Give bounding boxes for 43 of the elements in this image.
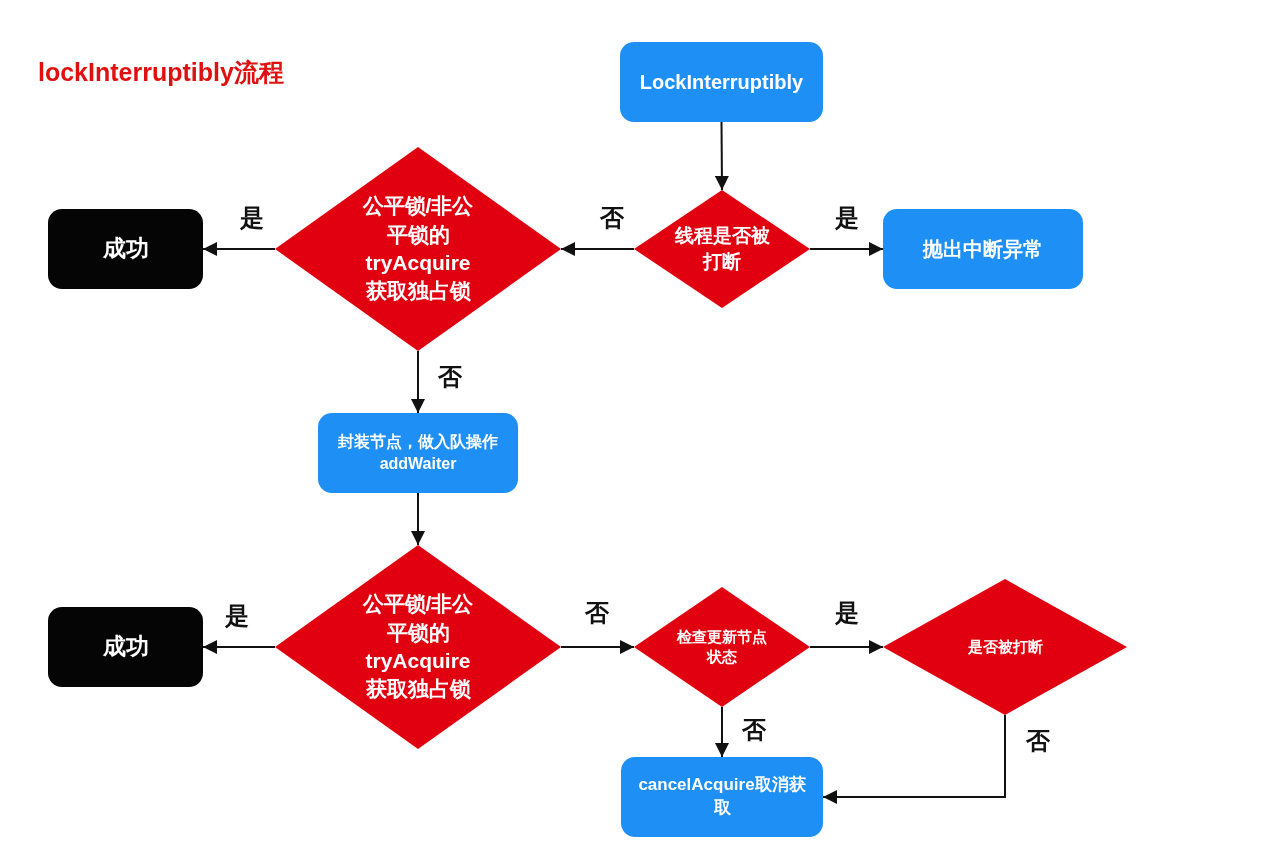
edge-label: 是 (223, 603, 251, 630)
arrow (714, 121, 729, 191)
title: lockInterruptibly流程 (38, 57, 284, 88)
decision-diamond (634, 190, 810, 308)
process-box (883, 209, 1083, 289)
edge-label: 否 (598, 205, 626, 232)
edge-label: 否 (583, 600, 611, 627)
box-label: 成功 (102, 234, 149, 264)
decision-diamond (275, 147, 561, 351)
decision-diamond (634, 587, 810, 707)
process-box (318, 413, 518, 493)
box-label: 封装节点，做入队操作 addWaiter (337, 432, 499, 474)
box-label: 成功 (102, 632, 149, 662)
diamond-label: 公平锁/非公平锁的 tryAcquire 获取独占锁 (361, 591, 475, 703)
edge-label: 是 (833, 205, 861, 232)
arrow (202, 640, 276, 654)
process-box (48, 209, 203, 289)
arrow (822, 714, 1006, 804)
arrow (809, 242, 884, 256)
diamond-label: 是否被打断 (967, 636, 1043, 657)
process-box (620, 42, 823, 122)
edge-label: 是 (833, 600, 861, 627)
edge-label: 否 (740, 717, 768, 744)
arrow (809, 640, 884, 654)
edge-label: 否 (1024, 728, 1052, 755)
arrow (715, 706, 729, 758)
diamond-label: 公平锁/非公平锁的 tryAcquire 获取独占锁 (361, 193, 475, 305)
arrow (411, 492, 425, 546)
process-box (621, 757, 823, 837)
diamond-label: 线程是否被打断 (673, 224, 771, 274)
decision-diamond (275, 545, 561, 749)
arrow (202, 242, 276, 256)
arrow (560, 242, 635, 256)
box-label: LockInterruptibly (639, 69, 804, 95)
decision-diamond (883, 579, 1127, 715)
process-box (48, 607, 203, 687)
arrow (560, 640, 635, 654)
box-label: 抛出中断异常 (923, 236, 1043, 262)
edge-label: 是 (238, 205, 266, 232)
arrow (411, 350, 425, 414)
box-label: cancelAcquire取消获取 (637, 774, 807, 819)
diamond-label: 检查更新节点状态 (676, 626, 768, 667)
edge-label: 否 (436, 364, 464, 391)
